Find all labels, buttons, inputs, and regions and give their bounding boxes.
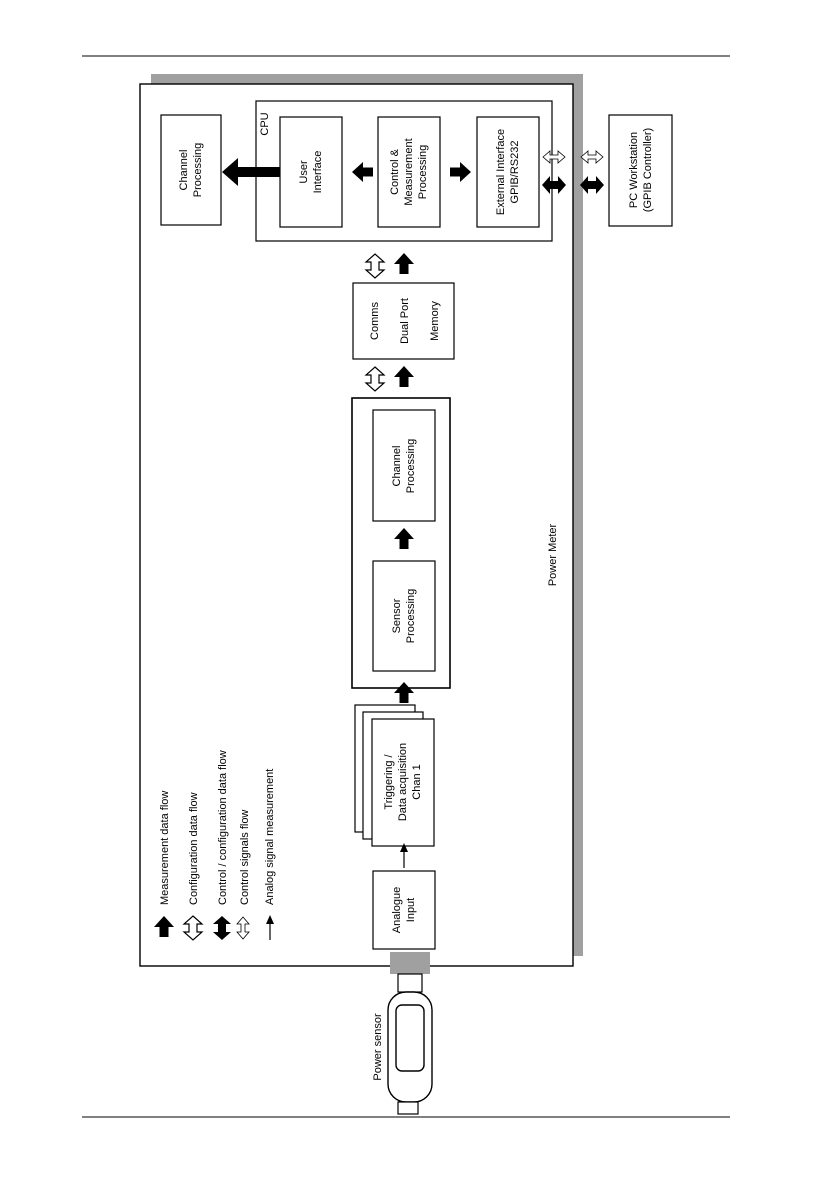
svg-text:Channel: Channel	[178, 150, 190, 191]
analogue-input-box	[372, 870, 436, 950]
legend-control-config-label: Control / configuration data flow	[217, 750, 229, 905]
solid-double-ext-b	[580, 176, 604, 194]
sensor-processing-box	[372, 560, 436, 672]
sensor-neck	[397, 973, 423, 993]
svg-text:Control &: Control &	[389, 148, 401, 195]
comms-text: Comms Dual Port Memory	[369, 298, 441, 344]
triggering-box	[371, 718, 435, 847]
channel-processing-inner-box	[372, 409, 436, 522]
analog-arrow-input-to-trigger	[400, 843, 408, 868]
sensor-processing-text: Sensor Processing	[391, 589, 417, 643]
user-interface-box	[279, 116, 343, 228]
svg-text:Memory: Memory	[429, 301, 441, 341]
comms-box	[352, 282, 455, 360]
legend-config-label: Configuration data flow	[188, 792, 200, 905]
svg-text:(GPIB Controller): (GPIB Controller)	[642, 128, 654, 212]
power-meter-label: Power Meter	[547, 523, 559, 586]
cpu-label: CPU	[259, 112, 271, 135]
arrow-ui-to-channel	[222, 158, 280, 186]
svg-text:Comms: Comms	[369, 302, 381, 340]
svg-text:Analogue: Analogue	[391, 887, 403, 934]
pc-workstation-box	[608, 114, 673, 227]
svg-text:Channel: Channel	[391, 446, 403, 487]
channel-processing-outer-text: Channel Processing	[178, 143, 204, 197]
svg-text:GPIB/RS232: GPIB/RS232	[509, 141, 521, 204]
power-sensor-label: Power sensor	[372, 1013, 384, 1081]
control-measurement-box	[377, 116, 441, 228]
legend-control-signals-label: Control signals flow	[239, 810, 251, 905]
svg-text:Dual Port: Dual Port	[399, 298, 411, 344]
svg-text:Triggering /: Triggering /	[383, 753, 395, 809]
triggering-text: Triggering / Data acquisition Chan 1	[383, 743, 423, 821]
legend: Measurement data flow Configuration data…	[154, 750, 276, 941]
power-sensor-tip	[397, 1101, 419, 1115]
svg-text:Data acquisition: Data acquisition	[397, 743, 409, 821]
pc-workstation-text: PC Workstation (GPIB Controller)	[628, 128, 654, 212]
svg-text:PC Workstation: PC Workstation	[628, 132, 640, 208]
external-interface-box	[476, 116, 540, 228]
svg-text:Measurement: Measurement	[403, 138, 415, 205]
thin-arrow-ext-b	[580, 150, 604, 164]
analogue-input-text: Analogue Input	[391, 887, 417, 934]
svg-text:Processing: Processing	[405, 589, 417, 643]
channel-processing-outer-box	[160, 114, 222, 226]
user-interface-text: User Interface	[298, 151, 324, 194]
external-interface-text: External Interface GPIB/RS232	[495, 129, 521, 215]
svg-text:Processing: Processing	[405, 439, 417, 493]
legend-measurement-label: Measurement data flow	[159, 791, 171, 905]
svg-text:Processing: Processing	[417, 145, 429, 199]
svg-text:Interface: Interface	[312, 151, 324, 194]
power-sensor-window	[395, 1004, 425, 1072]
channel-processing-inner-text: Channel Processing	[391, 439, 417, 493]
svg-text:Sensor: Sensor	[391, 598, 403, 633]
legend-analog-label: Analog signal measurement	[264, 769, 276, 905]
svg-text:User: User	[298, 160, 310, 184]
svg-text:Input: Input	[405, 898, 417, 922]
svg-text:Processing: Processing	[192, 143, 204, 197]
svg-text:Chan 1: Chan 1	[411, 764, 423, 799]
legend-analog-icon	[266, 915, 274, 940]
sensor-connector	[390, 952, 430, 974]
control-measurement-text: Control & Measurement Processing	[389, 138, 429, 205]
svg-text:External Interface: External Interface	[495, 129, 507, 215]
